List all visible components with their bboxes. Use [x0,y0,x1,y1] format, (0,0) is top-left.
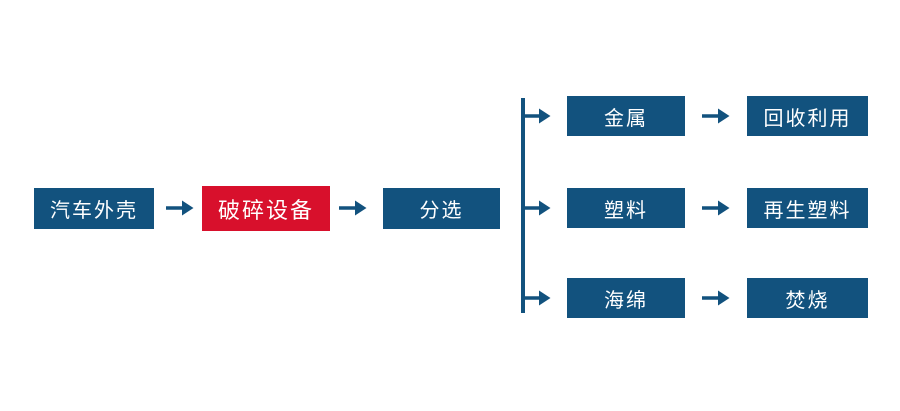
node-recycling: 回收利用 [747,96,868,136]
arrow-right-icon [702,199,730,217]
arrow-right-icon [702,289,730,307]
node-car-shell: 汽车外壳 [34,188,154,229]
arrow-right-icon [166,199,194,217]
arrow-right-icon [523,289,551,307]
node-crushing-equipment: 破碎设备 [202,186,330,231]
node-incineration: 焚烧 [747,278,868,318]
node-plastic: 塑料 [567,188,685,228]
node-metal: 金属 [567,96,685,136]
node-sponge: 海绵 [567,278,685,318]
arrow-right-icon [523,107,551,125]
arrow-right-icon [702,107,730,125]
arrow-right-icon [523,199,551,217]
arrow-right-icon [339,199,367,217]
branch-connector-line [521,98,525,313]
node-sorting: 分选 [383,188,500,229]
node-recycled-plastic: 再生塑料 [747,188,868,228]
